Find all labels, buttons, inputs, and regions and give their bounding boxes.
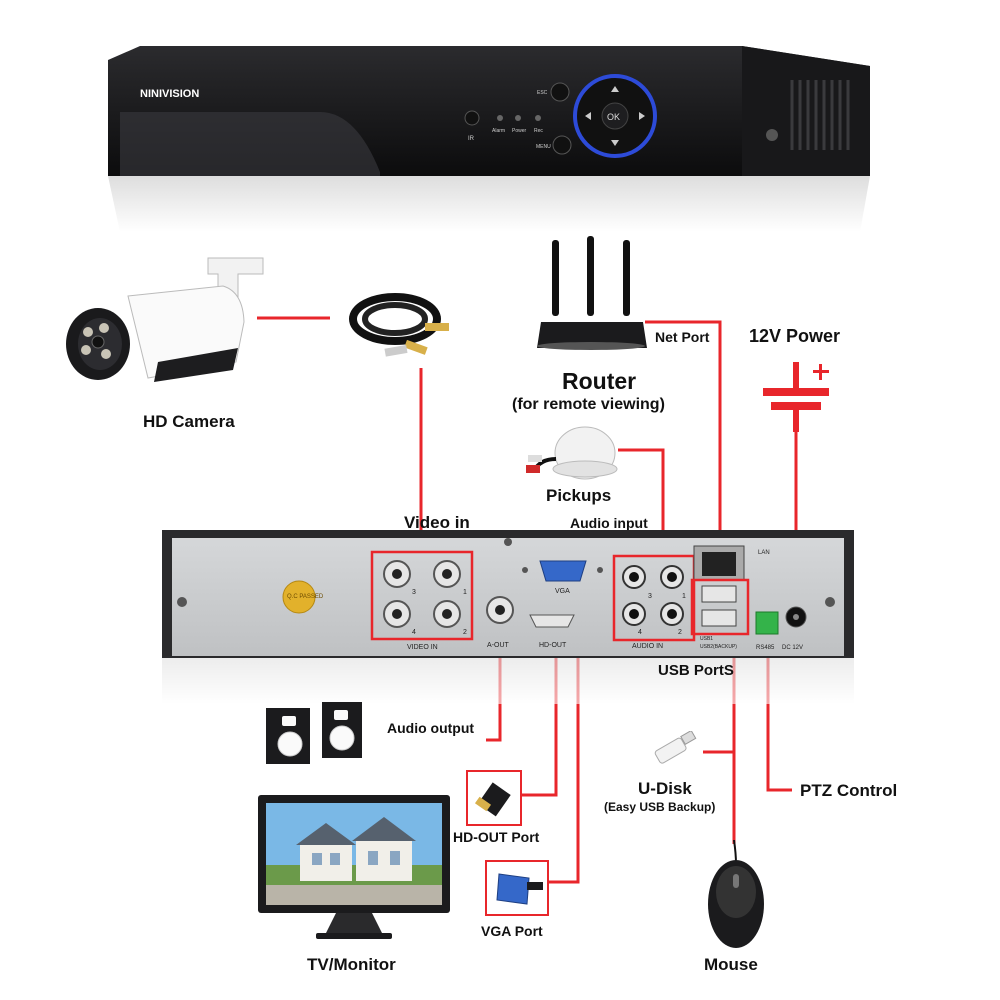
dvr-rear-panel: Q.C PASSED 3 1 4 2 VIDEO IN A-OUT VGA HD…: [162, 530, 854, 704]
svg-text:USB1: USB1: [700, 636, 713, 642]
svg-text:MENU: MENU: [536, 144, 551, 150]
svg-text:1: 1: [463, 589, 467, 596]
usb-ports-label: USB PortS: [658, 662, 734, 679]
hd-camera-label: HD Camera: [143, 412, 235, 431]
vga-port-label: VGA Port: [481, 923, 543, 939]
wire-net-port: [645, 320, 722, 548]
vga-plug-image: [485, 860, 549, 916]
usb-highlight: [690, 578, 750, 636]
router-image: [537, 236, 647, 350]
hd-out-port-label: HD-OUT Port: [453, 829, 540, 845]
svg-text:OK: OK: [607, 112, 620, 122]
usb2-port: [701, 609, 737, 627]
hdmi-connector: [529, 614, 575, 628]
hdmi-plug-image: [466, 770, 522, 826]
video-in-label: Video in: [404, 513, 470, 532]
tv-monitor-image: [258, 795, 450, 939]
svg-text:HD-OUT: HD-OUT: [539, 642, 567, 649]
usb-flash-drive-image: [654, 731, 697, 764]
speakers-image: [266, 702, 362, 764]
svg-text:DC 12V: DC 12V: [782, 645, 803, 651]
net-port-label: Net Port: [655, 329, 710, 345]
rs485-terminal: [755, 611, 779, 635]
svg-text:2: 2: [463, 629, 467, 636]
svg-text:USB2(BACKUP): USB2(BACKUP): [700, 644, 737, 650]
svg-text:2: 2: [678, 629, 682, 636]
hd-camera-image: [66, 257, 264, 382]
mouse-image: [708, 840, 764, 948]
svg-text:LAN: LAN: [758, 550, 770, 556]
svg-text:VGA: VGA: [555, 588, 570, 595]
video-in-highlight: [370, 550, 474, 641]
pickups-label: Pickups: [546, 486, 612, 505]
svg-text:3: 3: [648, 593, 652, 600]
audio-in-highlight: [612, 554, 696, 642]
u-disk-label: U-Disk: [638, 779, 692, 798]
ptz-control-label: PTZ Control: [800, 781, 898, 800]
usb1-port: [701, 585, 737, 603]
u-disk-sublabel: (Easy USB Backup): [604, 800, 716, 814]
svg-text:4: 4: [412, 629, 416, 636]
svg-text:IR: IR: [468, 136, 475, 142]
brand-logo: NINIVISION: [140, 88, 199, 100]
svg-text:Alarm: Alarm: [492, 128, 505, 134]
svg-text:3: 3: [412, 589, 416, 596]
svg-text:AUDIO IN: AUDIO IN: [632, 643, 663, 650]
wire-audio-input: [618, 448, 665, 562]
svg-text:ESC: ESC: [537, 90, 548, 96]
lan-port: [702, 552, 736, 576]
pickup-microphone-image: [526, 426, 618, 480]
vga-connector: [539, 560, 587, 582]
audio-input-label: Audio input: [570, 515, 648, 531]
svg-text:1: 1: [682, 593, 686, 600]
router-label: Router: [562, 368, 637, 394]
svg-text:Q.C PASSED: Q.C PASSED: [287, 594, 324, 600]
tv-monitor-label: TV/Monitor: [307, 955, 396, 974]
audio-output-label: Audio output: [387, 720, 475, 736]
svg-text:Rec: Rec: [534, 128, 543, 134]
svg-text:4: 4: [638, 629, 642, 636]
router-sublabel: (for remote viewing): [512, 396, 665, 413]
svg-text:Power: Power: [512, 128, 527, 134]
svg-text:A-OUT: A-OUT: [487, 642, 510, 649]
svg-text:RS485: RS485: [756, 645, 775, 651]
mouse-label: Mouse: [704, 955, 758, 974]
bnc-cable-image: [349, 293, 449, 357]
power-symbol-icon: [763, 362, 829, 432]
svg-text:VIDEO IN: VIDEO IN: [407, 644, 438, 651]
power-12v-label: 12V Power: [749, 326, 841, 346]
dvr-front-panel: NINIVISION IR Alarm Power Rec ESC MENU O…: [108, 46, 870, 232]
